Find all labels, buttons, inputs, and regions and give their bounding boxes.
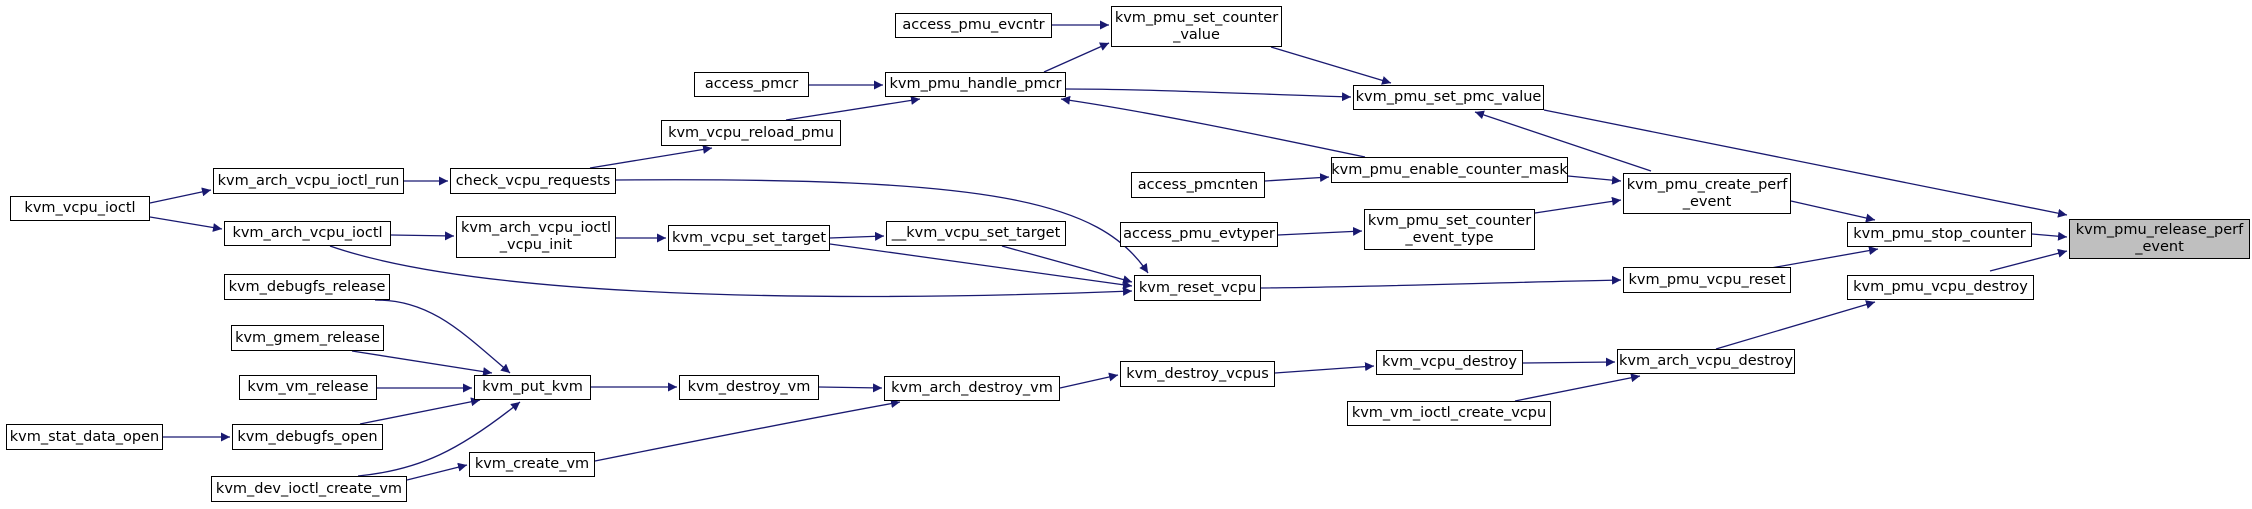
edge-kvm-vcpu-ioctl-to-ioctl-run [149,187,212,204]
edge-handle-pmcr-to-set-pmc-value [1065,88,1352,102]
edge-debugfs-release-to-put-kvm [374,299,511,374]
edge-reset-vcpu-to-set-target [1001,245,1133,284]
node-kvm-destroy-vcpus[interactable]: kvm_destroy_vcpus [1120,361,1275,387]
edge-debugfs-open-to-put-kvm [359,397,481,425]
node-access-pmcr[interactable]: access_pmcr [694,72,809,97]
node-kvm-arch-vcpu-ioctl-vcpu-init[interactable]: kvm_arch_vcpu_ioctl _vcpu_init [456,216,616,258]
edge-vcpu-destroy-to-release [1989,248,2068,272]
node-kvm-stat-data-open[interactable]: kvm_stat_data_open [6,424,163,450]
edge-create-vm-to-arch-destroy-vm [594,399,901,462]
edge-vcpu-destroy-to-arch-vcpu-destroy [1522,357,1616,367]
node-kvm-pmu-release-perf-event: kvm_pmu_release_perf _event [2069,219,2250,259]
node-kvm-debugfs-open[interactable]: kvm_debugfs_open [232,424,383,450]
edge-kvm-vcpu-ioctl-to-arch-vcpu-ioctl [149,216,223,232]
edge-check-requests-to-reload-pmu [589,145,713,169]
node-kvm-create-vm[interactable]: kvm_create_vm [469,452,595,477]
node-kvm-reset-vcpu[interactable]: kvm_reset_vcpu [1134,275,1261,301]
node-access-pmcnten[interactable]: access_pmcnten [1131,172,1265,198]
node-kvm-pmu-set-counter-value[interactable]: kvm_pmu_set_counter _value [1111,6,1282,47]
node-kvm-pmu-enable-counter-mask[interactable]: kvm_pmu_enable_counter_mask [1331,157,1568,183]
edge-set-counter-value-to-set-pmc-value [1270,46,1392,85]
edge-reset-vcpu-to-kvm-vcpu-set-target [829,243,1133,290]
node-kvm-arch-vcpu-ioctl-run[interactable]: kvm_arch_vcpu_ioctl_run [213,168,404,194]
node-kvm-pmu-set-pmc-value[interactable]: kvm_pmu_set_pmc_value [1353,85,1544,110]
node-kvm-vcpu-reload-pmu[interactable]: kvm_vcpu_reload_pmu [661,120,841,146]
node-kvm-gmem-release[interactable]: kvm_gmem_release [231,325,384,351]
edge-create-vcpu-to-arch-vcpu-destroy [1514,373,1641,402]
edge-reset-vcpu-to-pmu-vcpu-reset [1260,275,1622,289]
node-kvm-pmu-stop-counter[interactable]: kvm_pmu_stop_counter [1847,222,2032,247]
node-kvm-destroy-vm[interactable]: kvm_destroy_vm [679,375,819,400]
edge-stop-counter-to-release [2031,231,2068,241]
node-kvm-arch-vcpu-ioctl[interactable]: kvm_arch_vcpu_ioctl [224,221,391,246]
edge-dev-ioctl-to-create-vm [406,462,468,481]
edge-set-pmc-value-to-release [1543,109,2068,218]
node-kvm-vcpu-destroy[interactable]: kvm_vcpu_destroy [1376,350,1523,375]
edge-vcpu-reset-to-stop-counter [1770,246,1879,269]
edge-gmem-release-to-put-kvm [351,350,493,377]
node-kvm-vm-release[interactable]: kvm_vm_release [239,375,377,400]
edge-arch-vcpu-destroy-to-pmu-vcpu-destroy [1715,300,1876,350]
edge-access-pmcnten-to-enable-mask [1264,173,1330,183]
node-kvm-pmu-set-counter-event-type[interactable]: kvm_pmu_set_counter _event_type [1364,209,1535,250]
node-__kvm-vcpu-set-target[interactable]: __kvm_vcpu_set_target [886,221,1066,246]
node-check-vcpu-requests[interactable]: check_vcpu_requests [450,168,616,194]
edge-reset-vcpu-to-arch-vcpu-ioctl [329,245,1133,298]
node-access-pmu-evcntr[interactable]: access_pmu_evcntr [895,13,1052,38]
node-kvm-put-kvm[interactable]: kvm_put_kvm [474,375,591,400]
edge-enable-mask-to-create-perf [1567,175,1622,185]
node-kvm-vcpu-ioctl[interactable]: kvm_vcpu_ioctl [10,196,150,221]
edge-arch-destroy-vm-to-destroy-vcpus [1059,372,1119,389]
node-access-pmu-evtyper[interactable]: access_pmu_evtyper [1120,222,1278,247]
edge-create-perf-to-set-pmc-value [1474,110,1652,172]
node-kvm-dev-ioctl-create-vm[interactable]: kvm_dev_ioctl_create_vm [211,476,407,502]
edge-access-evtyper-to-set-event-type [1277,226,1363,236]
edge-reload-pmu-to-handle-pmcr [785,95,921,121]
edge-handle-pmcr-to-set-counter-value [1043,42,1110,73]
edge-dev-ioctl-to-put-kvm [357,401,521,477]
node-kvm-pmu-vcpu-reset[interactable]: kvm_pmu_vcpu_reset [1623,267,1791,293]
edge-destroy-vm-to-arch-destroy-vm [818,383,883,393]
edge-destroy-vcpus-to-vcpu-destroy [1274,362,1375,374]
node-kvm-vm-ioctl-create-vcpu[interactable]: kvm_vm_ioctl_create_vcpu [1347,401,1551,426]
edge-vcpu-init-to-arch-vcpu-ioctl [390,231,455,241]
edge-set-event-type-to-create-perf [1534,196,1622,214]
node-kvm-pmu-vcpu-destroy[interactable]: kvm_pmu_vcpu_destroy [1847,275,2034,300]
node-kvm-vcpu-set-target[interactable]: kvm_vcpu_set_target [668,225,830,251]
edge-create-perf-to-stop-counter [1790,200,1876,223]
node-kvm-pmu-handle-pmcr[interactable]: kvm_pmu_handle_pmcr [885,72,1066,97]
node-kvm-pmu-create-perf-event[interactable]: kvm_pmu_create_perf _event [1623,173,1791,214]
node-kvm-arch-destroy-vm[interactable]: kvm_arch_destroy_vm [884,376,1060,401]
edge-kvm-set-target-to-internal [829,231,885,241]
node-kvm-arch-vcpu-destroy[interactable]: kvm_arch_vcpu_destroy [1617,349,1795,374]
node-kvm-debugfs-release[interactable]: kvm_debugfs_release [224,274,390,300]
edge-enable-mask-to-handle-pmcr [1060,95,1366,158]
